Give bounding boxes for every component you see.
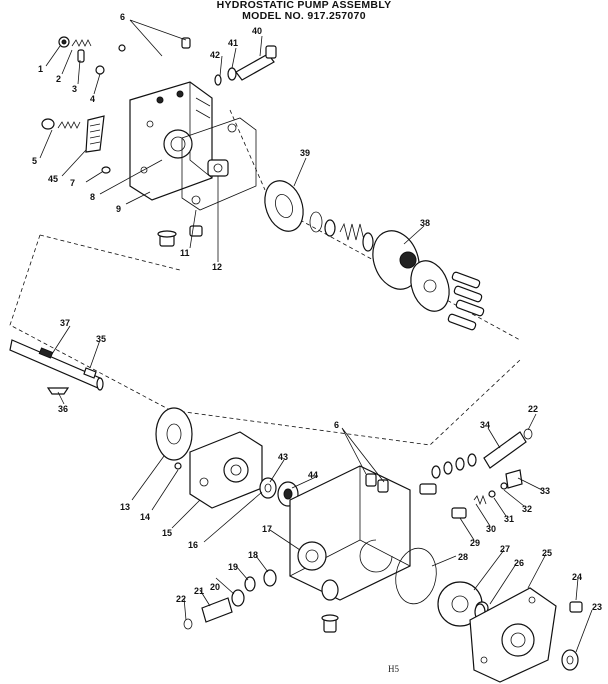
callout-17: 17	[262, 524, 272, 534]
part-cylinder-block-38	[372, 230, 450, 312]
callout-34: 34	[480, 420, 490, 430]
part-fitting-1	[58, 36, 70, 48]
callout-28: 28	[458, 552, 468, 562]
callout-19: 19	[228, 562, 238, 572]
callout-labels: 1 2 3 4 6 5 45 7 8 9 11 12 42 41 40 39 3…	[32, 12, 602, 612]
part-ring-22-upper	[523, 428, 533, 440]
part-pistons-38c	[447, 271, 485, 331]
callout-6-upper: 6	[120, 12, 125, 22]
callout-35: 35	[96, 334, 106, 344]
callout-26: 26	[514, 558, 524, 568]
part-ball-31	[488, 490, 496, 498]
callout-22-upper: 22	[528, 404, 538, 414]
callout-7: 7	[70, 178, 75, 188]
callout-21: 21	[194, 586, 204, 596]
part-lever-45	[85, 115, 105, 153]
callout-24: 24	[572, 572, 582, 582]
part-washer-13	[155, 407, 193, 461]
callout-5: 5	[32, 156, 37, 166]
page-code: H5	[388, 664, 399, 674]
callout-12: 12	[212, 262, 222, 272]
callout-25: 25	[542, 548, 552, 558]
callout-15: 15	[162, 528, 172, 538]
callout-36: 36	[58, 404, 68, 414]
part-valve-12	[207, 159, 229, 177]
part-swashplate-39	[264, 180, 304, 232]
part-plug-32	[500, 482, 508, 490]
callout-44: 44	[308, 470, 318, 480]
part-spring-38b	[339, 222, 374, 252]
part-snap-ring-38a	[309, 211, 336, 237]
callout-38: 38	[420, 218, 430, 228]
callout-16: 16	[188, 540, 198, 550]
part-gasket-11	[181, 117, 257, 211]
part-valve-stack	[419, 453, 477, 495]
callout-3: 3	[72, 84, 77, 94]
callout-1: 1	[38, 64, 43, 74]
callout-39: 39	[300, 148, 310, 158]
part-key-35	[83, 367, 97, 379]
callout-32: 32	[522, 504, 532, 514]
callout-29: 29	[470, 538, 480, 548]
leader-lines	[39, 19, 593, 653]
part-shaft-40	[235, 45, 277, 81]
part-check-valve-29	[451, 507, 467, 519]
callout-33: 33	[540, 486, 550, 496]
callout-43: 43	[278, 452, 288, 462]
callout-30: 30	[486, 524, 496, 534]
part-shaft-34	[483, 431, 527, 469]
part-sleeve-21	[201, 597, 233, 623]
part-bolt-24	[569, 601, 583, 613]
callout-4: 4	[90, 94, 95, 104]
part-ball-4	[95, 65, 105, 75]
part-bearing-43	[259, 477, 277, 499]
callout-8: 8	[90, 192, 95, 202]
callout-6-lower: 6	[334, 420, 339, 430]
part-pin-7	[101, 166, 111, 174]
part-plug-6-upper	[118, 37, 191, 52]
callout-31: 31	[504, 514, 514, 524]
part-plug-33	[505, 469, 523, 489]
part-spring-2	[71, 39, 92, 47]
part-ball-3	[77, 49, 85, 63]
part-seal-23	[561, 649, 579, 671]
part-bracket-15	[189, 431, 263, 509]
part-spring-5	[41, 118, 81, 130]
part-center-section-9	[129, 81, 213, 201]
callout-23: 23	[592, 602, 602, 612]
callout-2: 2	[56, 74, 61, 84]
callout-40: 40	[252, 26, 262, 36]
part-ring-41	[227, 67, 237, 81]
callout-9: 9	[116, 204, 121, 214]
title-line-2: MODEL NO. 917.257070	[242, 10, 366, 22]
title-line-1: HYDROSTATIC PUMP ASSEMBLY	[216, 0, 392, 11]
callout-22-lower: 22	[176, 594, 186, 604]
part-ring-42	[214, 74, 222, 86]
part-spring-30	[473, 494, 487, 506]
part-shaft-37	[9, 339, 104, 391]
diagram-title: HYDROSTATIC PUMP ASSEMBLY MODEL NO. 917.…	[0, 0, 608, 22]
part-ring-22-lower	[183, 618, 193, 630]
part-bearing-18	[263, 569, 277, 587]
callout-27: 27	[500, 544, 510, 554]
part-main-housing-17	[289, 465, 411, 601]
callout-11: 11	[180, 248, 190, 258]
callout-41: 41	[228, 38, 238, 48]
part-key-36	[46, 387, 70, 395]
part-oring-28	[395, 547, 437, 605]
part-ring-20	[231, 589, 245, 607]
part-pin-14	[174, 462, 182, 470]
callout-18: 18	[248, 550, 258, 560]
callout-37: 37	[60, 318, 70, 328]
part-fitting-17b	[321, 614, 339, 633]
part-end-cap-25	[469, 587, 557, 683]
callout-42: 42	[210, 50, 220, 60]
callout-13: 13	[120, 502, 130, 512]
callout-14: 14	[140, 512, 150, 522]
part-fitting-8	[157, 225, 203, 247]
callout-45: 45	[48, 174, 58, 184]
part-seal-19	[244, 576, 256, 592]
callout-20: 20	[210, 582, 220, 592]
